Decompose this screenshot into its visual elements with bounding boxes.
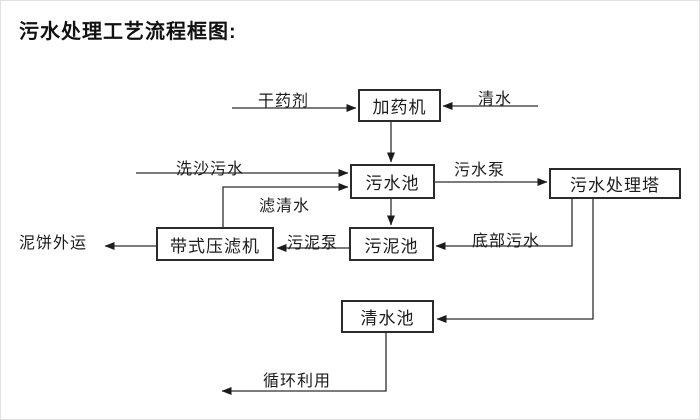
arrow-filtered-water-belt-to-sewage-pool <box>222 183 349 227</box>
node-belt-filter-press: 带式压滤机 <box>156 227 274 261</box>
label-sludge-pump: 污泥泵 <box>287 235 339 252</box>
label-filtered-water: 滤清水 <box>259 198 311 215</box>
label-sewage-pump: 污水泵 <box>454 162 506 179</box>
arrow-clean-water-pool-to-recycle <box>221 333 387 395</box>
arrow-bottom-sewage-tower-to-sludge-pool <box>435 199 573 250</box>
node-sludge-pool: 污泥池 <box>349 227 434 261</box>
label-dry-chemical: 干药剂 <box>258 93 310 110</box>
label-mud-cake-shipping: 泥饼外运 <box>19 235 88 252</box>
node-sewage-pool: 污水池 <box>350 164 435 199</box>
label-sand-washing-sewage: 洗沙污水 <box>176 161 245 178</box>
node-sewage-treatment-tower: 污水处理塔 <box>549 168 681 199</box>
label-clean-water: 清水 <box>478 91 513 108</box>
label-bottom-sewage: 底部污水 <box>472 233 541 250</box>
page-title: 污水处理工艺流程框图: <box>19 21 237 43</box>
node-clean-water-pool: 清水池 <box>341 300 434 333</box>
arrow-tower-to-clean-water-pool <box>436 199 594 323</box>
label-recycling-use: 循环利用 <box>263 373 332 390</box>
node-dosing-machine: 加药机 <box>358 89 441 122</box>
